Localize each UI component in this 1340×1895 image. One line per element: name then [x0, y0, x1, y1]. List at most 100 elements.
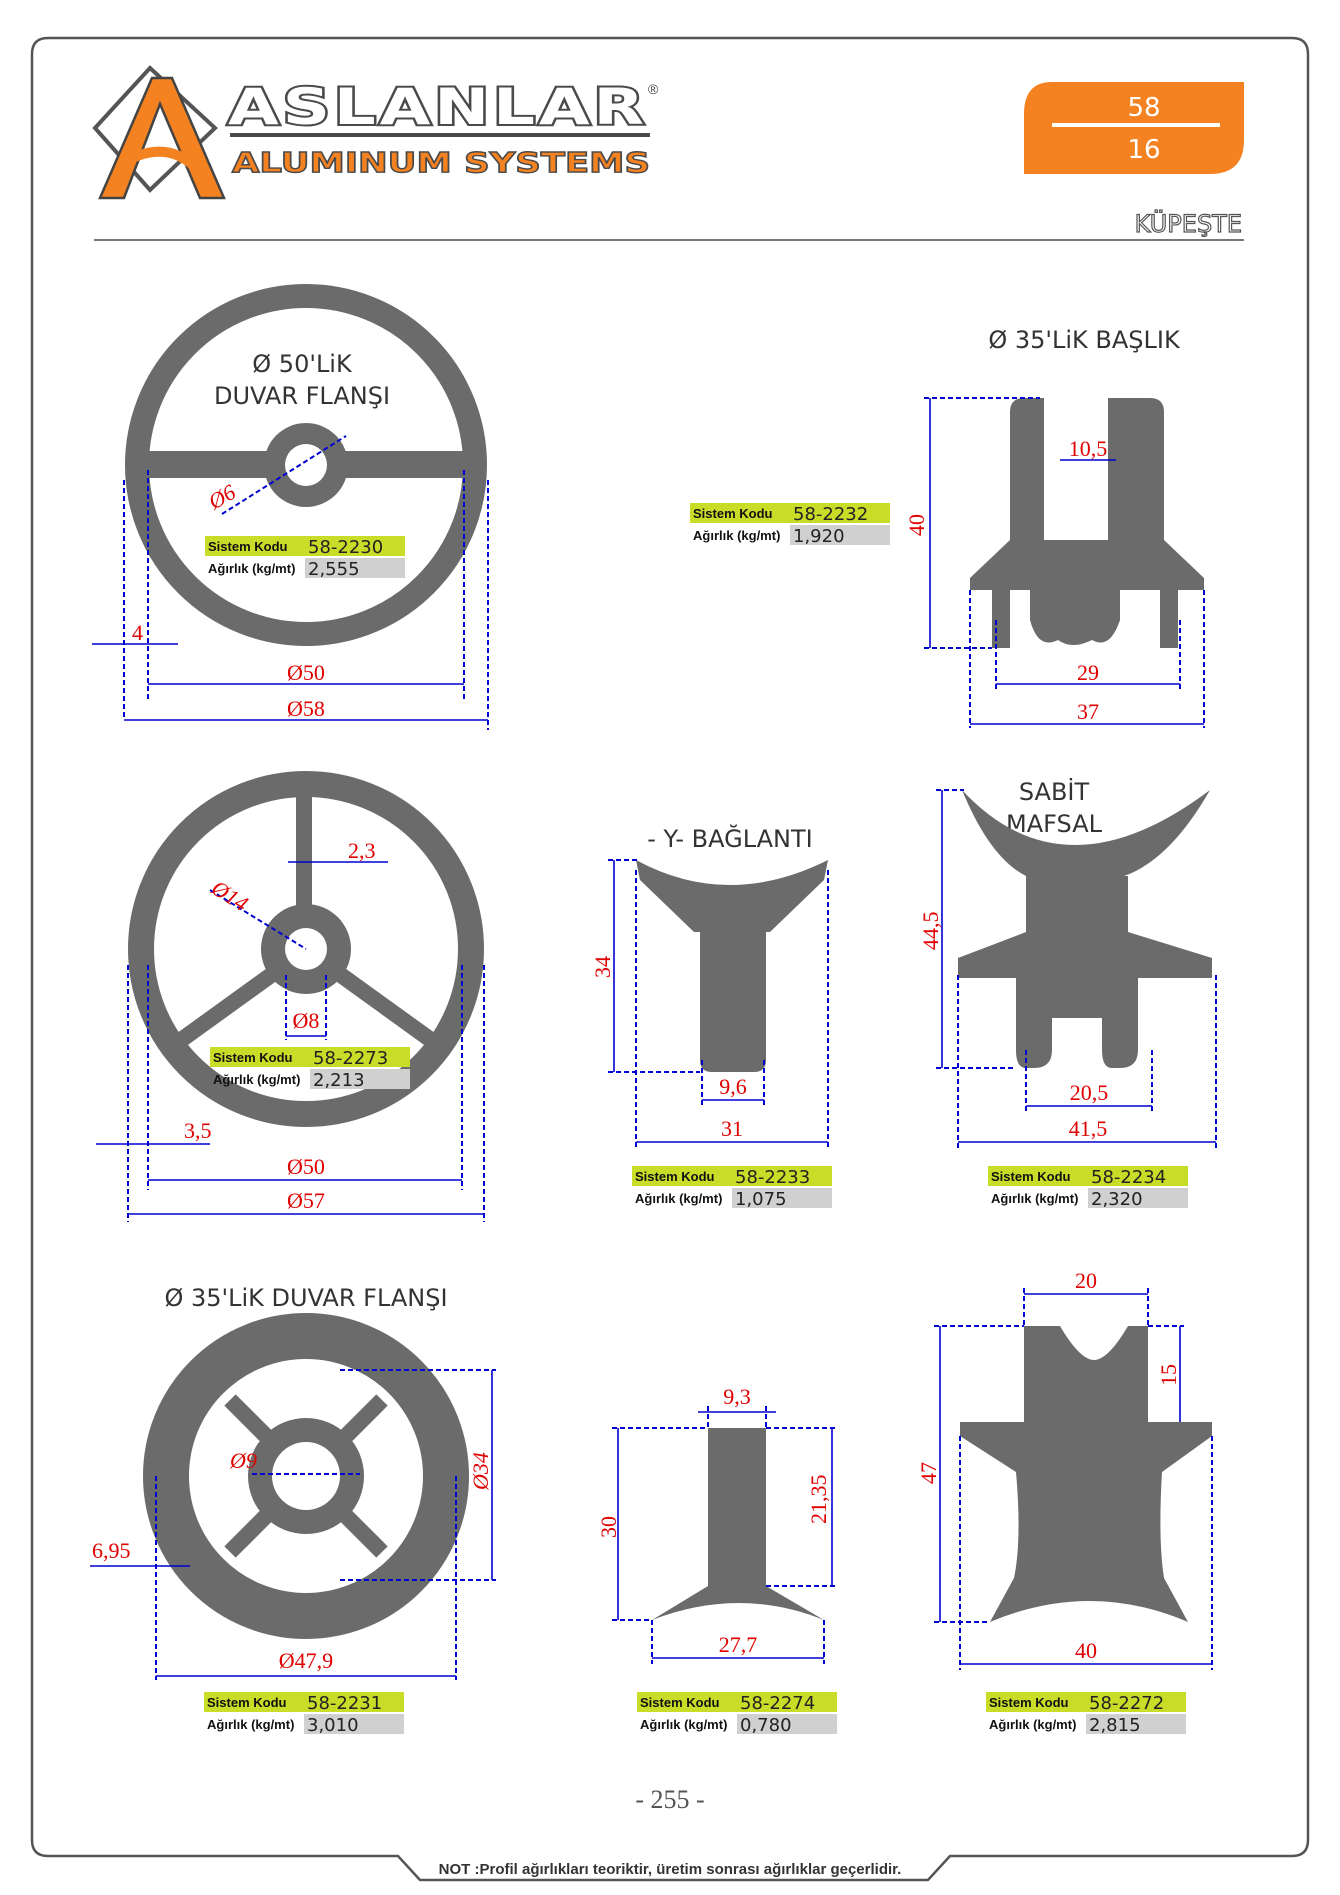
weight-value: 2,213: [313, 1070, 365, 1091]
profile-58-2272: 20 15 47 40 Sistem Kodu 58-2272 Ağırlık …: [916, 1268, 1213, 1736]
dim-label: Ø14: [207, 875, 253, 917]
weight-value: 1,920: [793, 526, 845, 547]
profile-title: Ø 35'LiK BAŞLIK: [988, 326, 1181, 354]
dim-label: 21,35: [806, 1475, 831, 1525]
weight-label: Ağırlık (kg/mt): [640, 1717, 727, 1732]
dim-label: 41,5: [1069, 1116, 1108, 1141]
system-code-value: 58-2231: [307, 1693, 382, 1714]
system-code-label: Sistem Kodu: [207, 1695, 287, 1710]
weight-value: 2,815: [1089, 1715, 1141, 1736]
profile-title: SABİT: [1019, 777, 1090, 806]
weight-label: Ağırlık (kg/mt): [989, 1717, 1076, 1732]
dim-label: 29: [1077, 660, 1099, 685]
profile-title: Ø 35'LiK DUVAR FLANŞI: [164, 1284, 447, 1312]
weight-label: Ağırlık (kg/mt): [208, 561, 295, 576]
badge-bottom: 16: [1127, 135, 1160, 165]
dim-label: Ø34: [468, 1452, 493, 1491]
dim-label: Ø57: [287, 1188, 325, 1213]
system-code-label: Sistem Kodu: [991, 1169, 1071, 1184]
system-code-value: 58-2273: [313, 1048, 388, 1069]
system-code-label: Sistem Kodu: [635, 1169, 715, 1184]
info-table: Sistem Kodu 58-2233 Ağırlık (kg/mt) 1,07…: [632, 1166, 832, 1210]
profile-58-2230: Ø 50'LiK DUVAR FLANŞI Ø6 4 Ø50 Ø58 Siste…: [92, 284, 489, 730]
dim-label: 27,7: [719, 1632, 758, 1657]
weight-value: 3,010: [307, 1715, 359, 1736]
brand-logo: ASLANLAR ASLANLAR ® ALUMINUM SYSTEMS: [92, 65, 659, 200]
system-code-value: 58-2274: [740, 1693, 815, 1714]
profile-title-2: MAFSAL: [1006, 810, 1103, 838]
registered-mark: ®: [648, 81, 659, 97]
footer-note: NOT :Profil ağırlıkları teoriktir, üreti…: [439, 1861, 902, 1878]
brand-name-fill: ASLANLAR: [228, 78, 648, 136]
weight-value: 2,555: [308, 559, 360, 580]
dim-label: 44,5: [918, 912, 943, 951]
weight-value: 0,780: [740, 1715, 792, 1736]
page-number: - 255 -: [635, 1785, 704, 1814]
info-table: Sistem Kodu 58-2232 Ağırlık (kg/mt) 1,92…: [690, 503, 890, 547]
profile-title-2: DUVAR FLANŞI: [214, 382, 390, 410]
info-table: Sistem Kodu 58-2272 Ağırlık (kg/mt) 2,81…: [986, 1692, 1186, 1736]
dim-label: 10,5: [1069, 436, 1108, 461]
profile-title: Ø 50'LiK: [252, 350, 353, 378]
info-table: Sistem Kodu 58-2273 Ağırlık (kg/mt) 2,21…: [210, 1047, 410, 1091]
dim-label: Ø6: [203, 479, 240, 515]
system-code-label: Sistem Kodu: [208, 539, 288, 554]
brand-subtitle: ALUMINUM SYSTEMS: [232, 146, 650, 179]
dim-label: Ø58: [287, 696, 325, 721]
dim-label: 40: [904, 514, 929, 536]
dim-label: Ø47,9: [279, 1648, 333, 1673]
brand-name: ASLANLAR: [228, 78, 648, 136]
dim-label: 6,95: [92, 1538, 131, 1563]
system-code-label: Sistem Kodu: [640, 1695, 720, 1710]
profile-58-2233: - Y- BAĞLANTI 34 9,6 31 Sistem Kodu 58-2…: [590, 823, 832, 1210]
info-table: Sistem Kodu 58-2230 Ağırlık (kg/mt) 2,55…: [205, 536, 405, 580]
dim-label: 40: [1075, 1638, 1097, 1663]
logo-diamond-icon: [92, 65, 218, 193]
profile-58-2273: Ø14 2,3 Ø8 3,5 Ø50 Ø57 Sistem Kodu 58-22…: [96, 771, 485, 1222]
weight-value: 1,075: [735, 1189, 787, 1210]
dim-label: 3,5: [184, 1118, 212, 1143]
dim-label: 37: [1077, 699, 1099, 724]
weight-label: Ağırlık (kg/mt): [207, 1717, 294, 1732]
system-code-value: 58-2234: [1091, 1167, 1166, 1188]
dim-label: Ø50: [287, 1154, 325, 1179]
weight-value: 2,320: [1091, 1189, 1143, 1210]
dim-label: 4: [132, 620, 143, 645]
profile-58-2232: Ø 35'LiK BAŞLIK 40 10,5 29 37 Sistem Kod…: [690, 326, 1205, 728]
profile-58-2231: Ø 35'LiK DUVAR FLANŞI Ø9 Ø34 6,95 Ø47,9 …: [90, 1284, 496, 1736]
dim-label: 31: [721, 1116, 743, 1141]
page-badge: 58 16: [1024, 82, 1244, 174]
dim-label: 20,5: [1070, 1080, 1109, 1105]
dim-label: 30: [596, 1516, 621, 1538]
dim-label: 9,6: [719, 1074, 747, 1099]
info-table: Sistem Kodu 58-2234 Ağırlık (kg/mt) 2,32…: [988, 1166, 1188, 1210]
system-code-label: Sistem Kodu: [213, 1050, 293, 1065]
info-table: Sistem Kodu 58-2231 Ağırlık (kg/mt) 3,01…: [204, 1692, 404, 1736]
dim-label: Ø50: [287, 660, 325, 685]
profile-58-2234: SABİT MAFSAL 44,5 20,5 41,5 Sistem Kodu …: [918, 777, 1217, 1210]
weight-label: Ağırlık (kg/mt): [991, 1191, 1078, 1206]
system-code-value: 58-2232: [793, 504, 868, 525]
weight-label: Ağırlık (kg/mt): [635, 1191, 722, 1206]
system-code-value: 58-2272: [1089, 1693, 1164, 1714]
dim-label: 20: [1075, 1268, 1097, 1293]
profile-title: - Y- BAĞLANTI: [647, 823, 812, 853]
weight-label: Ağırlık (kg/mt): [693, 528, 780, 543]
system-code-value: 58-2233: [735, 1167, 810, 1188]
dim-label: Ø8: [293, 1008, 320, 1033]
dim-label: 47: [916, 1462, 941, 1484]
system-code-label: Sistem Kodu: [989, 1695, 1069, 1710]
page-frame: [30, 36, 1310, 1882]
weight-label: Ağırlık (kg/mt): [213, 1072, 300, 1087]
info-table: Sistem Kodu 58-2274 Ağırlık (kg/mt) 0,78…: [637, 1692, 837, 1736]
dim-label: 2,3: [348, 838, 376, 863]
dim-label: 15: [1156, 1364, 1181, 1386]
system-code-label: Sistem Kodu: [693, 506, 773, 521]
dim-label: Ø9: [229, 1448, 257, 1473]
category-title: KÜPEŞTE: [1135, 209, 1242, 238]
system-code-value: 58-2230: [308, 537, 383, 558]
badge-top: 58: [1127, 93, 1160, 123]
dim-label: 9,3: [723, 1384, 751, 1409]
profile-58-2274: 9,3 30 21,35 27,7 Sistem Kodu 58-2274 Ağ…: [596, 1384, 837, 1736]
